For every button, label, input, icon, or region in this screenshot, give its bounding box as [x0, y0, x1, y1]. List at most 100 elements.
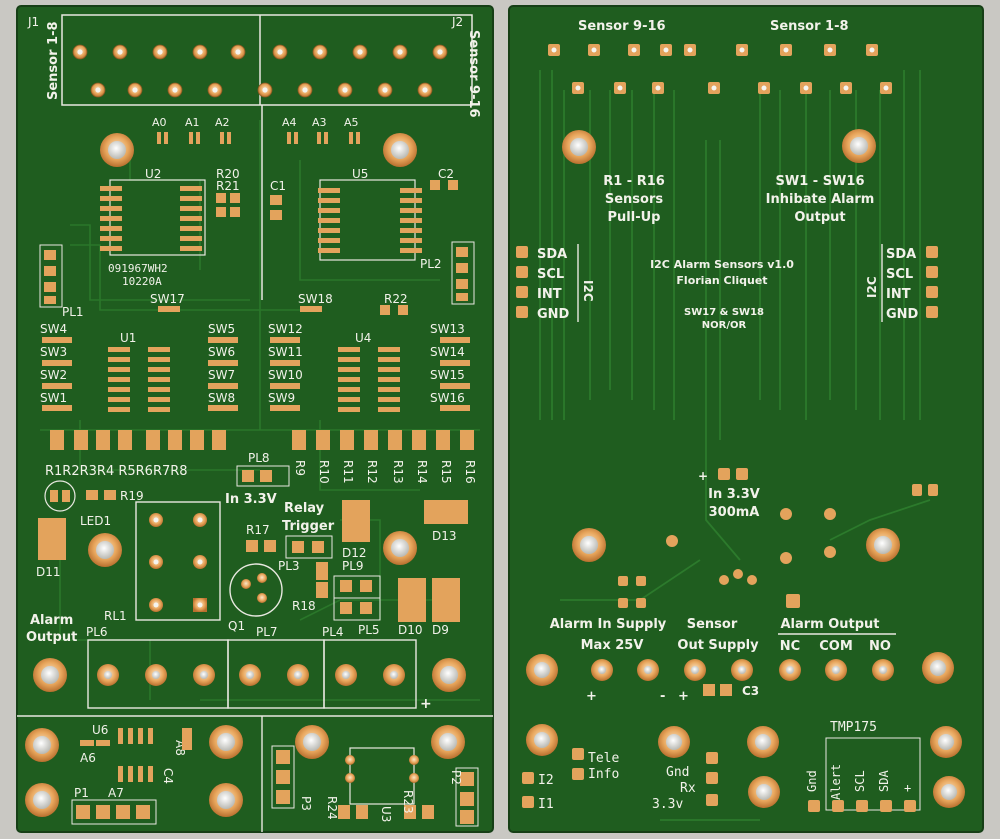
- ic-label-u2: U2: [145, 167, 161, 181]
- addr-label-a2: A2: [215, 116, 230, 129]
- label-pl3: PL3: [278, 559, 300, 573]
- relay-rl1: RL1: [104, 501, 221, 623]
- rb-author: Florian Cliquet: [676, 274, 767, 287]
- terminal-pads: [33, 658, 466, 692]
- rb-pin-sda-left: SDA: [537, 247, 567, 262]
- sensor-range-label-right: Sensor 9-16: [466, 30, 481, 118]
- label-pl2: PL2: [420, 257, 442, 271]
- label-sw11: SW11: [268, 345, 303, 359]
- rb-tmp-sda: SDA: [877, 770, 891, 792]
- header-label-j1: J1: [27, 15, 39, 29]
- alarm-output-label-1: Alarm: [30, 613, 73, 628]
- right-board: Sensor 9-16 Sensor 1-8 R1 - R16 Sensors …: [508, 5, 984, 833]
- label-r15: R15: [439, 460, 453, 484]
- rb-i2c-right: SDA SCL INT GND I2C: [865, 244, 938, 322]
- label-a6: A6: [80, 751, 96, 765]
- label-sw9: SW9: [268, 391, 295, 405]
- connector-pl2: PL2: [420, 241, 475, 305]
- ic-label-u6: U6: [92, 723, 108, 737]
- ic-label-u3: U3: [379, 806, 393, 822]
- label-rl1: RL1: [104, 609, 127, 623]
- switch-bank-a: SW4 SW3 SW2 SW1 SW5 SW6 SW7 SW8 U1: [40, 322, 238, 412]
- rb-tele-label: Tele: [588, 751, 619, 766]
- label-r12: R12: [365, 460, 379, 484]
- rb-i2c-left: SDA SCL INT GND I2C: [516, 244, 595, 322]
- label-p2: P2: [449, 770, 463, 785]
- label-r21: R21: [216, 179, 240, 193]
- label-pl7: PL7: [256, 625, 278, 639]
- label-sw14: SW14: [430, 345, 465, 359]
- addr-label-a1: A1: [185, 116, 200, 129]
- label-sw12: SW12: [268, 322, 303, 336]
- rb-inhibit-line-3: Output: [794, 210, 845, 225]
- label-r16: R16: [463, 460, 477, 484]
- rb-logic-1: SW17 & SW18: [684, 307, 764, 318]
- label-q1: Q1: [228, 619, 245, 633]
- label-pl1: PL1: [62, 305, 84, 319]
- rb-title: I2C Alarm Sensors v1.0: [650, 258, 794, 271]
- rb-polarity-plus-1: +: [586, 689, 597, 704]
- rb-polarity-minus: -: [660, 689, 665, 704]
- rb-terminal-pads: [526, 652, 965, 808]
- alarm-output-label-2: Output: [26, 630, 77, 645]
- ic-u5: U5: [318, 167, 422, 261]
- rb-i2c-label-left: I2C: [581, 280, 595, 302]
- label-d12: D12: [342, 546, 367, 560]
- ic-u2: U2: [100, 167, 206, 256]
- ic-label-u1: U1: [120, 331, 136, 345]
- bottom-modules: U6 A6 A7 A8 C4 P1: [25, 723, 479, 827]
- label-sw1: SW1: [40, 391, 67, 405]
- rb-supply-voltage: In 3.3V: [708, 487, 760, 502]
- label-sw16: SW16: [430, 391, 465, 405]
- label-r1-r8: R1R2R3R4 R5R6R7R8: [45, 464, 188, 479]
- connector-pl1: PL1: [39, 244, 84, 319]
- chip-marking-2: 10220A: [122, 275, 162, 288]
- rb-alarm-in-max: Max 25V: [581, 638, 644, 653]
- rb-tmp-plus: +: [904, 781, 911, 795]
- label-pl8: PL8: [248, 451, 270, 465]
- supply-input-label: In 3.3V: [225, 492, 277, 507]
- rb-pin-int-right: INT: [886, 287, 911, 302]
- rb-relay-nc: NC: [780, 639, 800, 654]
- label-r13: R13: [391, 460, 405, 484]
- rb-pullup-line-1: R1 - R16: [603, 174, 665, 189]
- rb-teleinfo: Tele Info I2 I1: [522, 748, 619, 812]
- label-sw3: SW3: [40, 345, 67, 359]
- label-sw7: SW7: [208, 368, 235, 382]
- mounting-holes: [88, 133, 417, 567]
- rb-pin-gnd-right: GND: [886, 307, 919, 322]
- rb-serial-rx: Rx: [680, 781, 696, 796]
- addr-label-a5: A5: [344, 116, 359, 129]
- ic-label-u4: U4: [355, 331, 371, 345]
- label-r24: R24: [325, 796, 339, 820]
- label-sw4: SW4: [40, 322, 67, 336]
- plus-marker: +: [420, 696, 432, 712]
- label-pl9: PL9: [342, 559, 364, 573]
- rb-cap-c3: C3: [742, 684, 759, 698]
- rb-i2c-label-right: I2C: [865, 276, 879, 298]
- rb-tmp-label: TMP175: [830, 720, 877, 735]
- chip-marking-1: 091967WH2: [108, 262, 168, 275]
- label-p1: P1: [74, 786, 89, 800]
- addr-label-a0: A0: [152, 116, 167, 129]
- label-sw5: SW5: [208, 322, 235, 336]
- rb-inhibit-line-1: SW1 - SW16: [776, 174, 865, 189]
- label-sw18: SW18: [298, 292, 333, 306]
- rb-supply-plus: +: [698, 469, 708, 483]
- rb-serial-gnd: Gnd: [666, 765, 689, 780]
- label-d10: D10: [398, 623, 423, 637]
- rb-pin-scl-right: SCL: [886, 267, 913, 282]
- address-jumpers: A0 A1 A2 A4 A3 A5: [152, 116, 360, 144]
- rb-logic-2: NOR/OR: [702, 320, 747, 331]
- label-r20: R20: [216, 167, 240, 181]
- label-r11: R11: [341, 460, 355, 484]
- rb-pin-scl-left: SCL: [537, 267, 564, 282]
- label-r17: R17: [246, 523, 270, 537]
- label-r10: R10: [317, 460, 331, 484]
- label-pl4: PL4: [322, 625, 344, 639]
- rb-sensor-out-2: Out Supply: [677, 638, 759, 653]
- rb-polarity-plus-2: +: [678, 689, 689, 704]
- label-pl5: PL5: [358, 623, 380, 637]
- label-sw17: SW17: [150, 292, 185, 306]
